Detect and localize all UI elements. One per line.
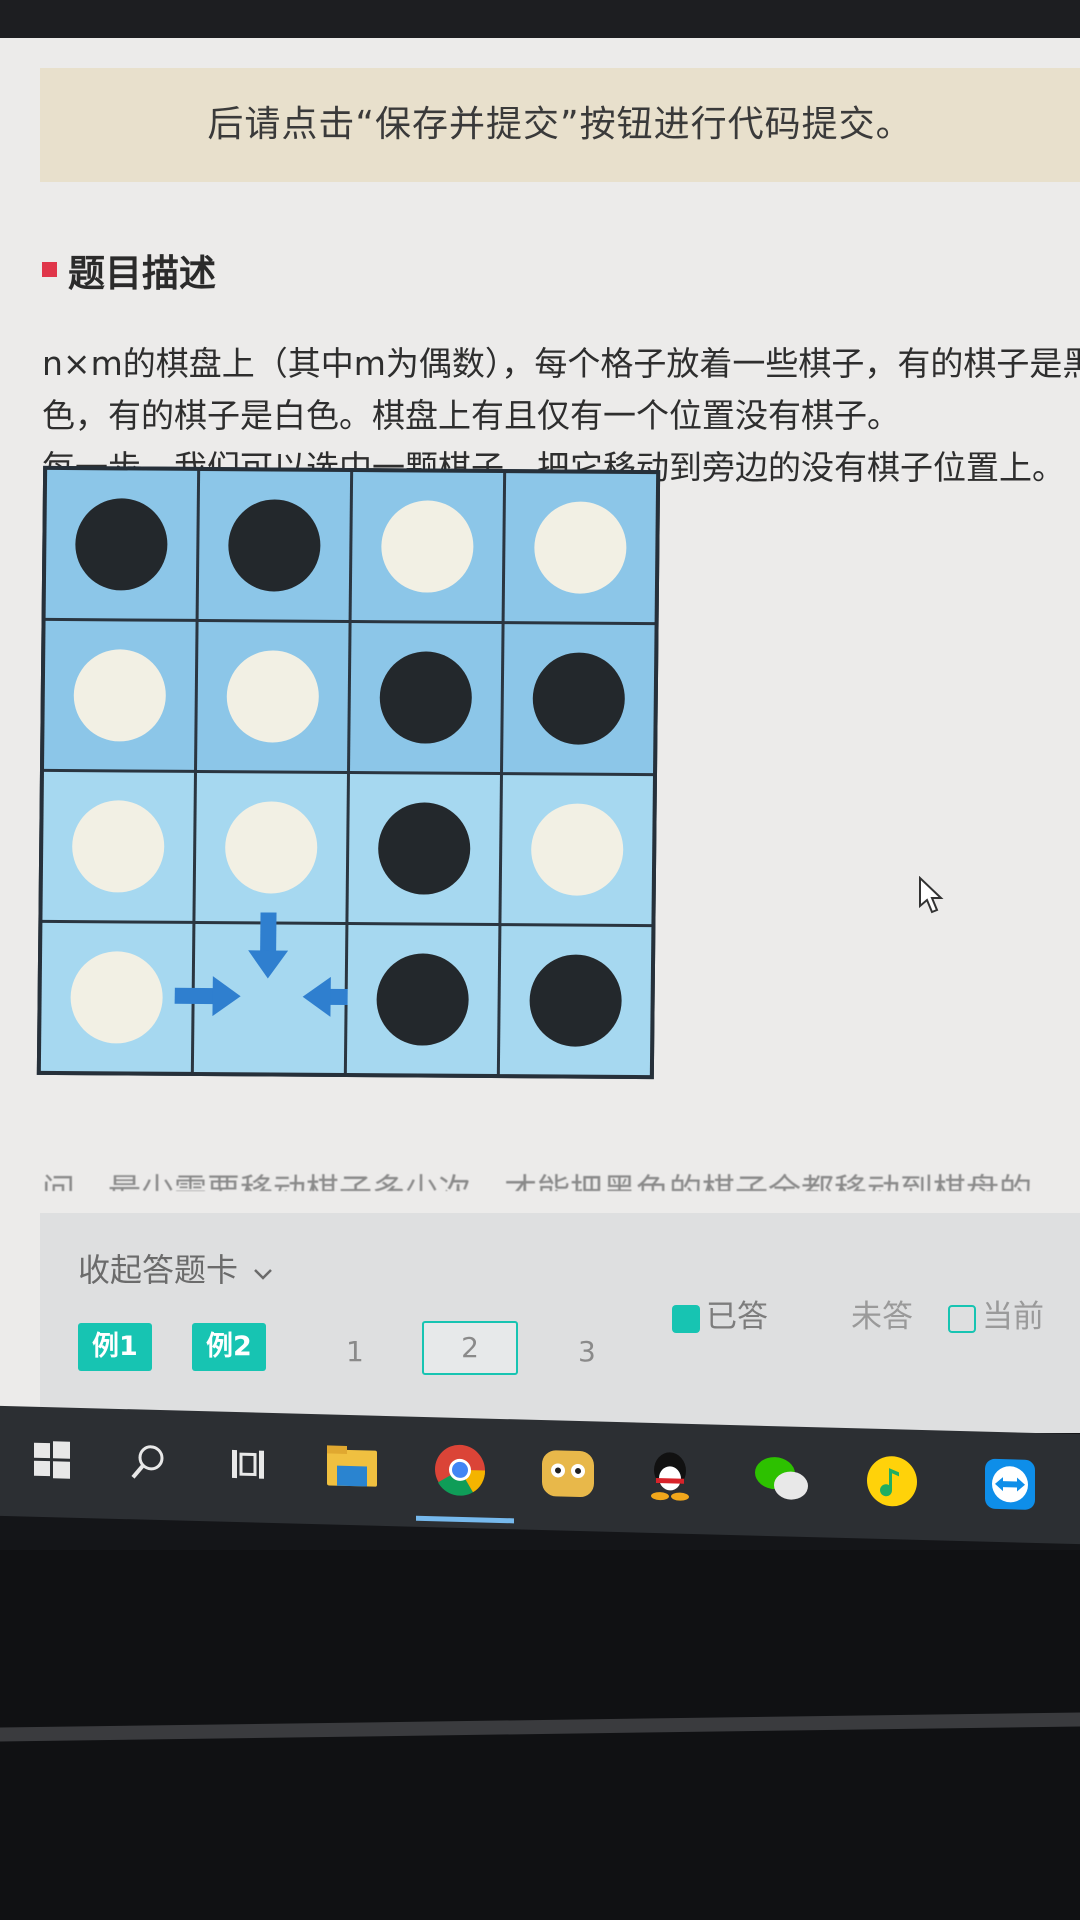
board-cell: [504, 473, 657, 623]
black-stone: [377, 802, 471, 895]
board-cell: [198, 470, 351, 620]
task-view-icon: [232, 1449, 264, 1479]
board-cell: [501, 775, 653, 925]
black-stone: [532, 652, 626, 745]
chessboard: [36, 465, 661, 1080]
teamviewer-icon: [985, 1458, 1035, 1510]
raccoon-app-button[interactable]: [538, 1442, 598, 1504]
raccoon-app-icon: [542, 1450, 594, 1498]
chevron-down-icon: [254, 1269, 273, 1280]
collapse-label: 收起答题卡: [78, 1251, 239, 1289]
music-app-button[interactable]: [862, 1450, 922, 1512]
legend-unanswered: 未答: [851, 1291, 913, 1336]
current-swatch: [948, 1304, 976, 1333]
music-icon: [867, 1456, 917, 1507]
teamviewer-button[interactable]: [980, 1454, 1040, 1516]
white-stone: [226, 650, 320, 743]
search-button[interactable]: [118, 1431, 178, 1493]
file-explorer-icon: [327, 1445, 377, 1487]
description-line-1: n×m的棋盘上（其中m为偶数），每个格子放着一些棋子，有的棋子是黑: [42, 344, 1080, 383]
board-cell: [499, 926, 652, 1076]
arrow-down-icon: [248, 912, 289, 979]
chrome-icon: [435, 1444, 486, 1496]
board-cell: [195, 772, 347, 922]
black-stone: [529, 954, 623, 1047]
question-3-button[interactable]: 3: [578, 1335, 596, 1368]
section-title: 题目描述: [42, 243, 216, 297]
qq-icon: [651, 1452, 689, 1501]
submit-notice: 后请点击“保存并提交”按钮进行代码提交。: [40, 68, 1080, 182]
board-cell: [351, 472, 504, 622]
white-stone: [533, 501, 627, 594]
chrome-button[interactable]: [430, 1439, 490, 1501]
board-cell: [40, 922, 193, 1072]
legend-answered-label: 已答: [706, 1299, 768, 1335]
white-stone: [71, 800, 165, 893]
board-cell: [44, 620, 196, 770]
white-stone: [380, 500, 474, 593]
search-icon: [131, 1445, 164, 1479]
legend-answered: 已答: [672, 1291, 768, 1336]
wechat-icon: [755, 1457, 808, 1500]
answered-swatch: [672, 1304, 700, 1333]
black-stone: [379, 651, 473, 744]
board-cell-empty: [174, 912, 369, 1073]
board-cell: [348, 774, 500, 924]
black-stone: [227, 499, 321, 592]
white-stone: [224, 801, 318, 894]
white-stone: [530, 803, 624, 896]
black-stone: [376, 953, 470, 1046]
question-1-button[interactable]: 1: [346, 1335, 364, 1368]
windows-taskbar: [0, 1405, 1080, 1545]
mouse-cursor-icon: [919, 876, 944, 914]
legend-current-label: 当前: [982, 1299, 1044, 1335]
description-line-2: 色，有的棋子是白色。棋盘上有且仅有一个位置没有棋子。: [42, 396, 900, 435]
legend-current: 当前: [948, 1291, 1044, 1336]
question-2-button[interactable]: 2: [422, 1321, 518, 1375]
task-view-button[interactable]: [218, 1434, 278, 1496]
collapse-answer-card-button[interactable]: 收起答题卡: [78, 1245, 274, 1291]
file-explorer-button[interactable]: [322, 1436, 382, 1498]
board-cell: [197, 621, 349, 771]
qq-button[interactable]: [640, 1445, 700, 1507]
wechat-button[interactable]: [752, 1448, 812, 1510]
board-cell: [45, 469, 198, 619]
chessboard-figure: [36, 465, 661, 1080]
white-stone: [73, 649, 167, 742]
board-cell: [350, 623, 502, 773]
board-cell: [503, 624, 655, 774]
legend-unanswered-label: 未答: [851, 1299, 913, 1335]
answer-card-panel: 收起答题卡 已答 未答 当前 例1 例2 1 2 3: [40, 1213, 1080, 1433]
black-stone: [74, 498, 168, 591]
example-1-button[interactable]: 例1: [78, 1323, 152, 1371]
section-title-marker: [42, 262, 57, 277]
section-title-text: 题目描述: [68, 252, 216, 295]
browser-screen: 后请点击“保存并提交”按钮进行代码提交。 题目描述 n×m的棋盘上（其中m为偶数…: [0, 38, 1080, 1433]
monitor-top-bezel: [0, 0, 1080, 40]
windows-start-icon: [34, 1441, 70, 1479]
description-partial-line: 问，最少需要移动棋子多少次，才能把黑色的棋子全都移动到棋盘的左半: [42, 1171, 1032, 1191]
example-2-button[interactable]: 例2: [192, 1323, 266, 1371]
white-stone: [70, 951, 164, 1044]
board-cell: [42, 771, 194, 921]
arrow-right-icon: [174, 976, 241, 1017]
board-cell: [346, 925, 499, 1075]
windows-start-button[interactable]: [22, 1428, 82, 1490]
